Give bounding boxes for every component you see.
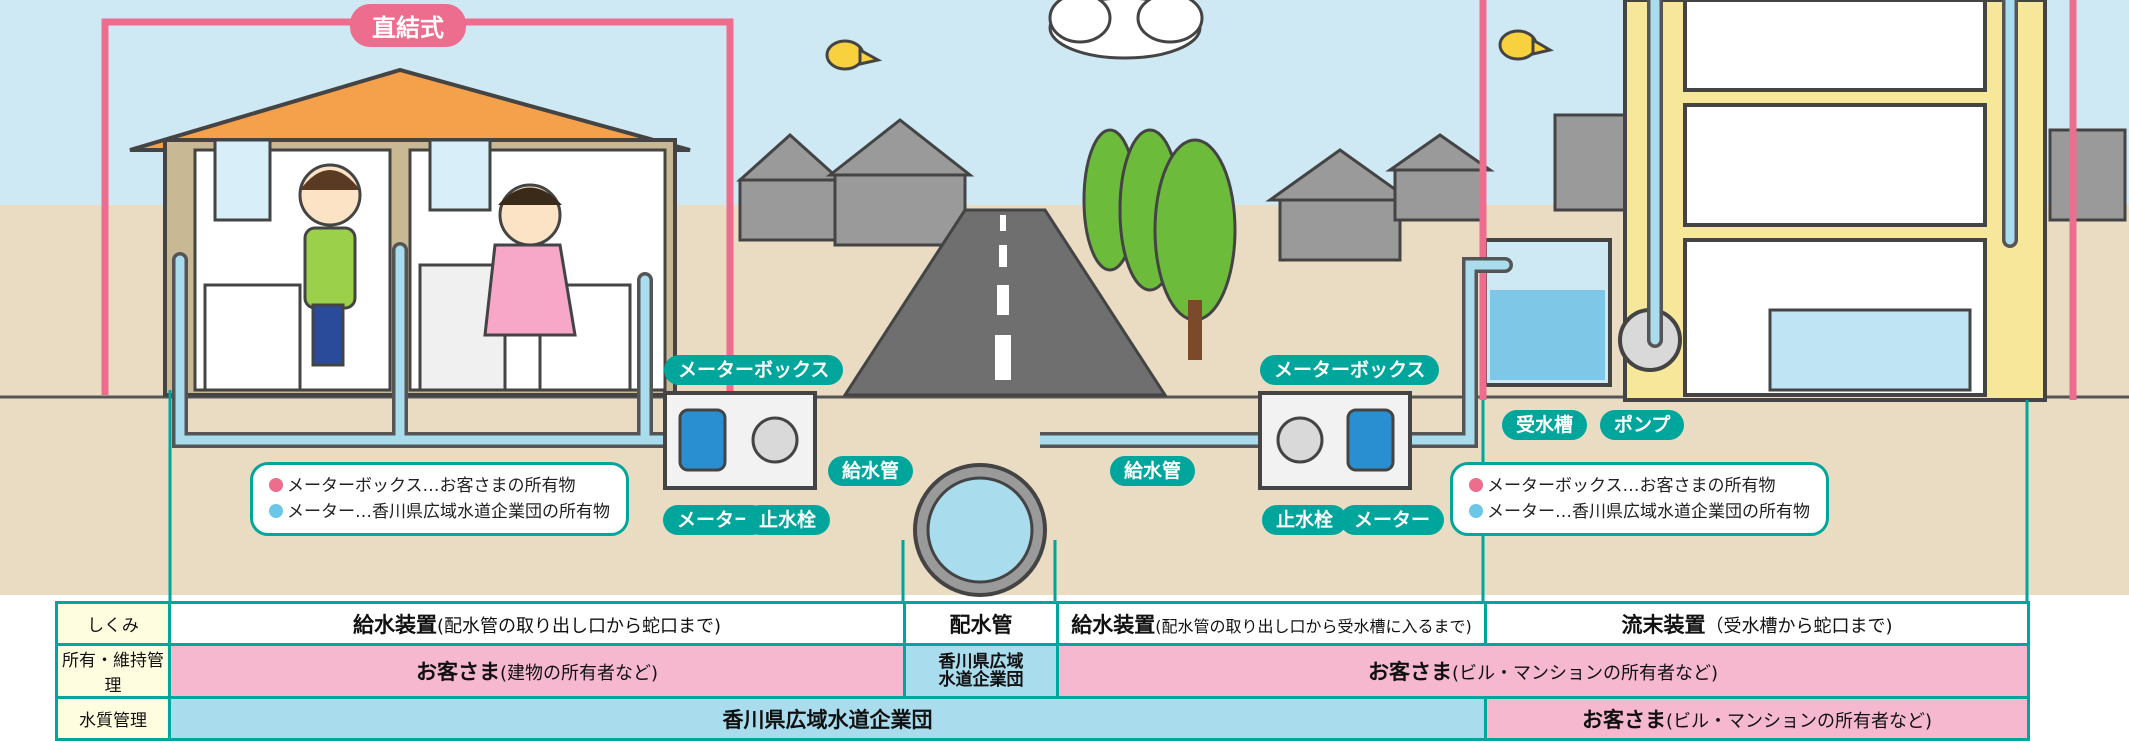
supply-pipe-label-left: 給水管 — [828, 456, 914, 486]
meter-box — [663, 391, 817, 490]
table-cell: 配水管 — [903, 601, 1059, 646]
table-row: しくみ 給水装置(配水管の取り出し口から蛇口まで) 配水管 給水装置(配水管の取… — [55, 601, 2030, 646]
note-text: メーター…香川県広域水道企業団の所有物 — [1487, 502, 1810, 522]
note-item: メーターボックス…お客さまの所有物 — [1469, 473, 1810, 499]
responsibility-table: しくみ 給水装置(配水管の取り出し口から蛇口まで) 配水管 給水装置(配水管の取… — [55, 601, 2030, 741]
pump-label: ポンプ — [1600, 410, 1685, 440]
bird-icon — [1498, 29, 1554, 61]
meter-box-label-left: メーターボックス — [664, 355, 844, 385]
background-houses — [736, 113, 2127, 262]
customer-dot-icon — [269, 478, 283, 492]
detached-house — [129, 67, 691, 397]
person-icon — [298, 163, 362, 367]
row-header: しくみ — [55, 601, 171, 646]
meter-label-right: メーター — [1340, 505, 1445, 535]
meter-box-label-right: メーターボックス — [1260, 355, 1440, 385]
authority-dot-icon — [269, 504, 283, 518]
table-cell: 香川県広域水道企業団 — [168, 696, 1487, 741]
road-markings — [995, 215, 1011, 380]
table-cell: お客さま(ビル・マンションの所有者など) — [1056, 643, 2030, 699]
meter-box — [1258, 391, 1412, 490]
note-text: メーターボックス…お客さまの所有物 — [287, 476, 576, 496]
tree-icon — [1082, 128, 1237, 360]
stopcock-label-left: 止水栓 — [745, 505, 831, 535]
stopcock-label-right: 止水栓 — [1262, 505, 1348, 535]
note-item: メーターボックス…お客さまの所有物 — [269, 473, 610, 499]
authority-dot-icon — [1469, 504, 1483, 518]
table-cell: 給水装置(配水管の取り出し口から蛇口まで) — [168, 601, 906, 646]
ownership-note-left: メーターボックス…お客さまの所有物 メーター…香川県広域水道企業団の所有物 — [250, 462, 629, 536]
direct-system-label: 直結式 — [350, 4, 466, 47]
table-cell: 香川県広域 水道企業団 — [903, 643, 1059, 699]
note-text: メーター…香川県広域水道企業団の所有物 — [287, 502, 610, 522]
apartment-building — [1623, 0, 2047, 402]
customer-dot-icon — [1469, 478, 1483, 492]
cloud-icon — [1048, 0, 1204, 60]
note-text: メーターボックス…お客さまの所有物 — [1487, 476, 1776, 496]
row-header: 所有・維持管理 — [55, 643, 171, 699]
table-cell: 給水装置(配水管の取り出し口から受水槽に入るまで) — [1056, 601, 1487, 646]
distribution-main — [913, 400, 1047, 597]
note-item: メーター…香川県広域水道企業団の所有物 — [1469, 499, 1810, 525]
table-row: 所有・維持管理 お客さま(建物の所有者など) 香川県広域 水道企業団 お客さま(… — [55, 643, 2030, 699]
receiving-tank-label: 受水槽 — [1502, 410, 1588, 440]
bird-icon — [825, 39, 883, 71]
table-row: 水質管理 香川県広域水道企業団 お客さま(ビル・マンションの所有者など) — [55, 696, 2030, 741]
ownership-note-right: メーターボックス…お客さまの所有物 メーター…香川県広域水道企業団の所有物 — [1450, 462, 1829, 536]
row-header: 水質管理 — [55, 696, 171, 741]
table-cell: 流末装置（受水槽から蛇口まで) — [1484, 601, 2030, 646]
supply-pipe-label-right: 給水管 — [1110, 456, 1196, 486]
table-cell: お客さま(建物の所有者など) — [168, 643, 906, 699]
note-item: メーター…香川県広域水道企業団の所有物 — [269, 499, 610, 525]
person-icon — [483, 183, 577, 337]
table-cell: お客さま(ビル・マンションの所有者など) — [1484, 696, 2030, 741]
